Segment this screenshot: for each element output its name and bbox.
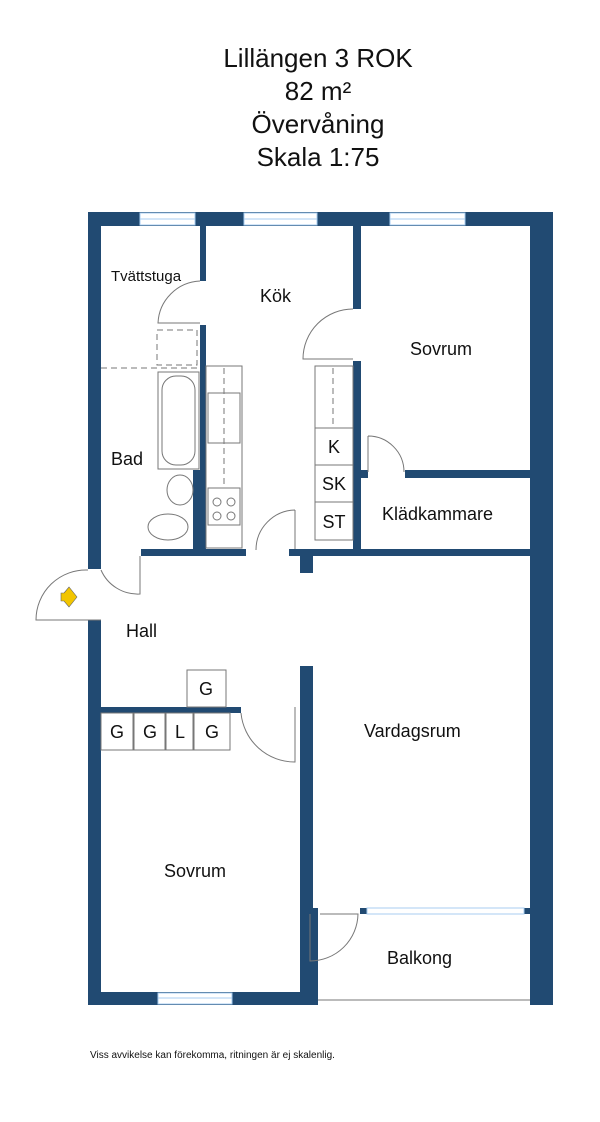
room-label-kitchen: Kök [260,286,292,306]
fridge-label: K [328,437,340,457]
hall-closet-label: G [199,679,213,699]
room-label-bedroom-2: Sovrum [164,861,226,881]
closet-label: G [143,722,157,742]
entrance-arrow-icon [60,586,78,608]
room-label-wardrobe-room: Klädkammare [382,504,493,524]
plan-scale: Skala 1:75 [256,142,380,172]
plan-area: 82 m² [284,76,352,106]
windows [139,212,525,1005]
fridge-freezer-label: SK [322,474,346,494]
room-label-laundry: Tvättstuga [111,268,182,285]
cabinets [100,427,354,751]
plan-title: Lillängen 3 ROK [223,43,413,73]
walls [88,212,553,1005]
doors [35,280,530,1001]
room-label-bedroom-1: Sovrum [410,339,472,359]
closet-label: G [110,722,124,742]
closet-label: G [205,722,219,742]
room-label-hall: Hall [126,621,157,641]
disclaimer: Viss avvikelse kan förekomma, ritningen … [90,1050,335,1061]
linen-closet-label: L [175,722,185,742]
plan-floor: Övervåning [251,109,385,139]
storage-label: ST [322,512,345,532]
room-label-living-room: Vardagsrum [364,721,461,741]
room-label-bath: Bad [111,449,143,469]
room-label-balcony: Balkong [387,948,452,968]
